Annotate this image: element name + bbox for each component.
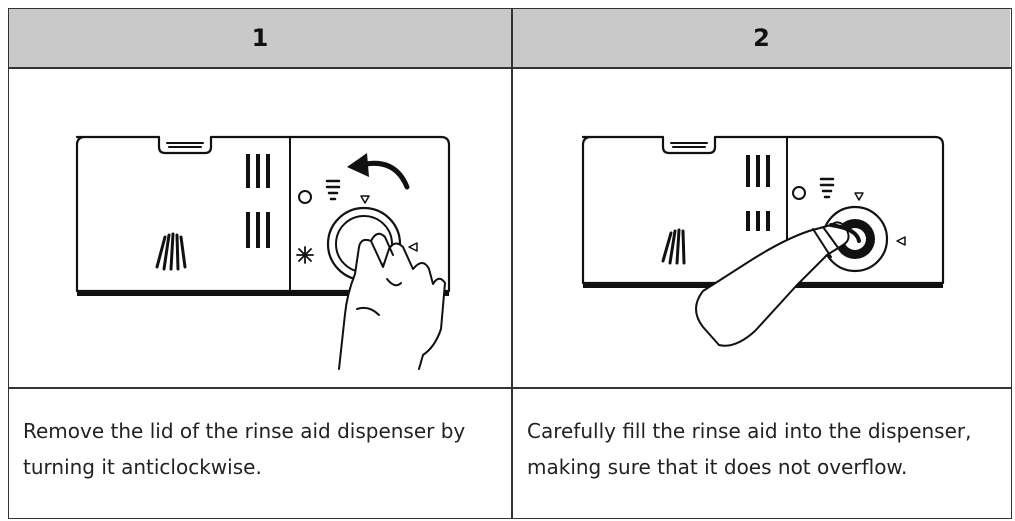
step-2-illustration xyxy=(513,69,1010,386)
hand-turning-dispenser-lid-icon xyxy=(75,135,451,370)
step-1-number: 1 xyxy=(9,9,511,67)
header-divider xyxy=(9,67,1011,69)
step-1-illustration xyxy=(9,69,511,386)
bottle-filling-dispenser-icon xyxy=(581,135,945,347)
instruction-table: 1 2 xyxy=(8,8,1012,519)
column-divider xyxy=(511,9,513,518)
step-2-instruction: Carefully fill the rinse aid into the di… xyxy=(527,419,972,479)
row-divider xyxy=(9,387,1011,389)
step-1-instruction: Remove the lid of the rinse aid dispense… xyxy=(23,419,466,479)
step-2-number: 2 xyxy=(513,9,1010,67)
